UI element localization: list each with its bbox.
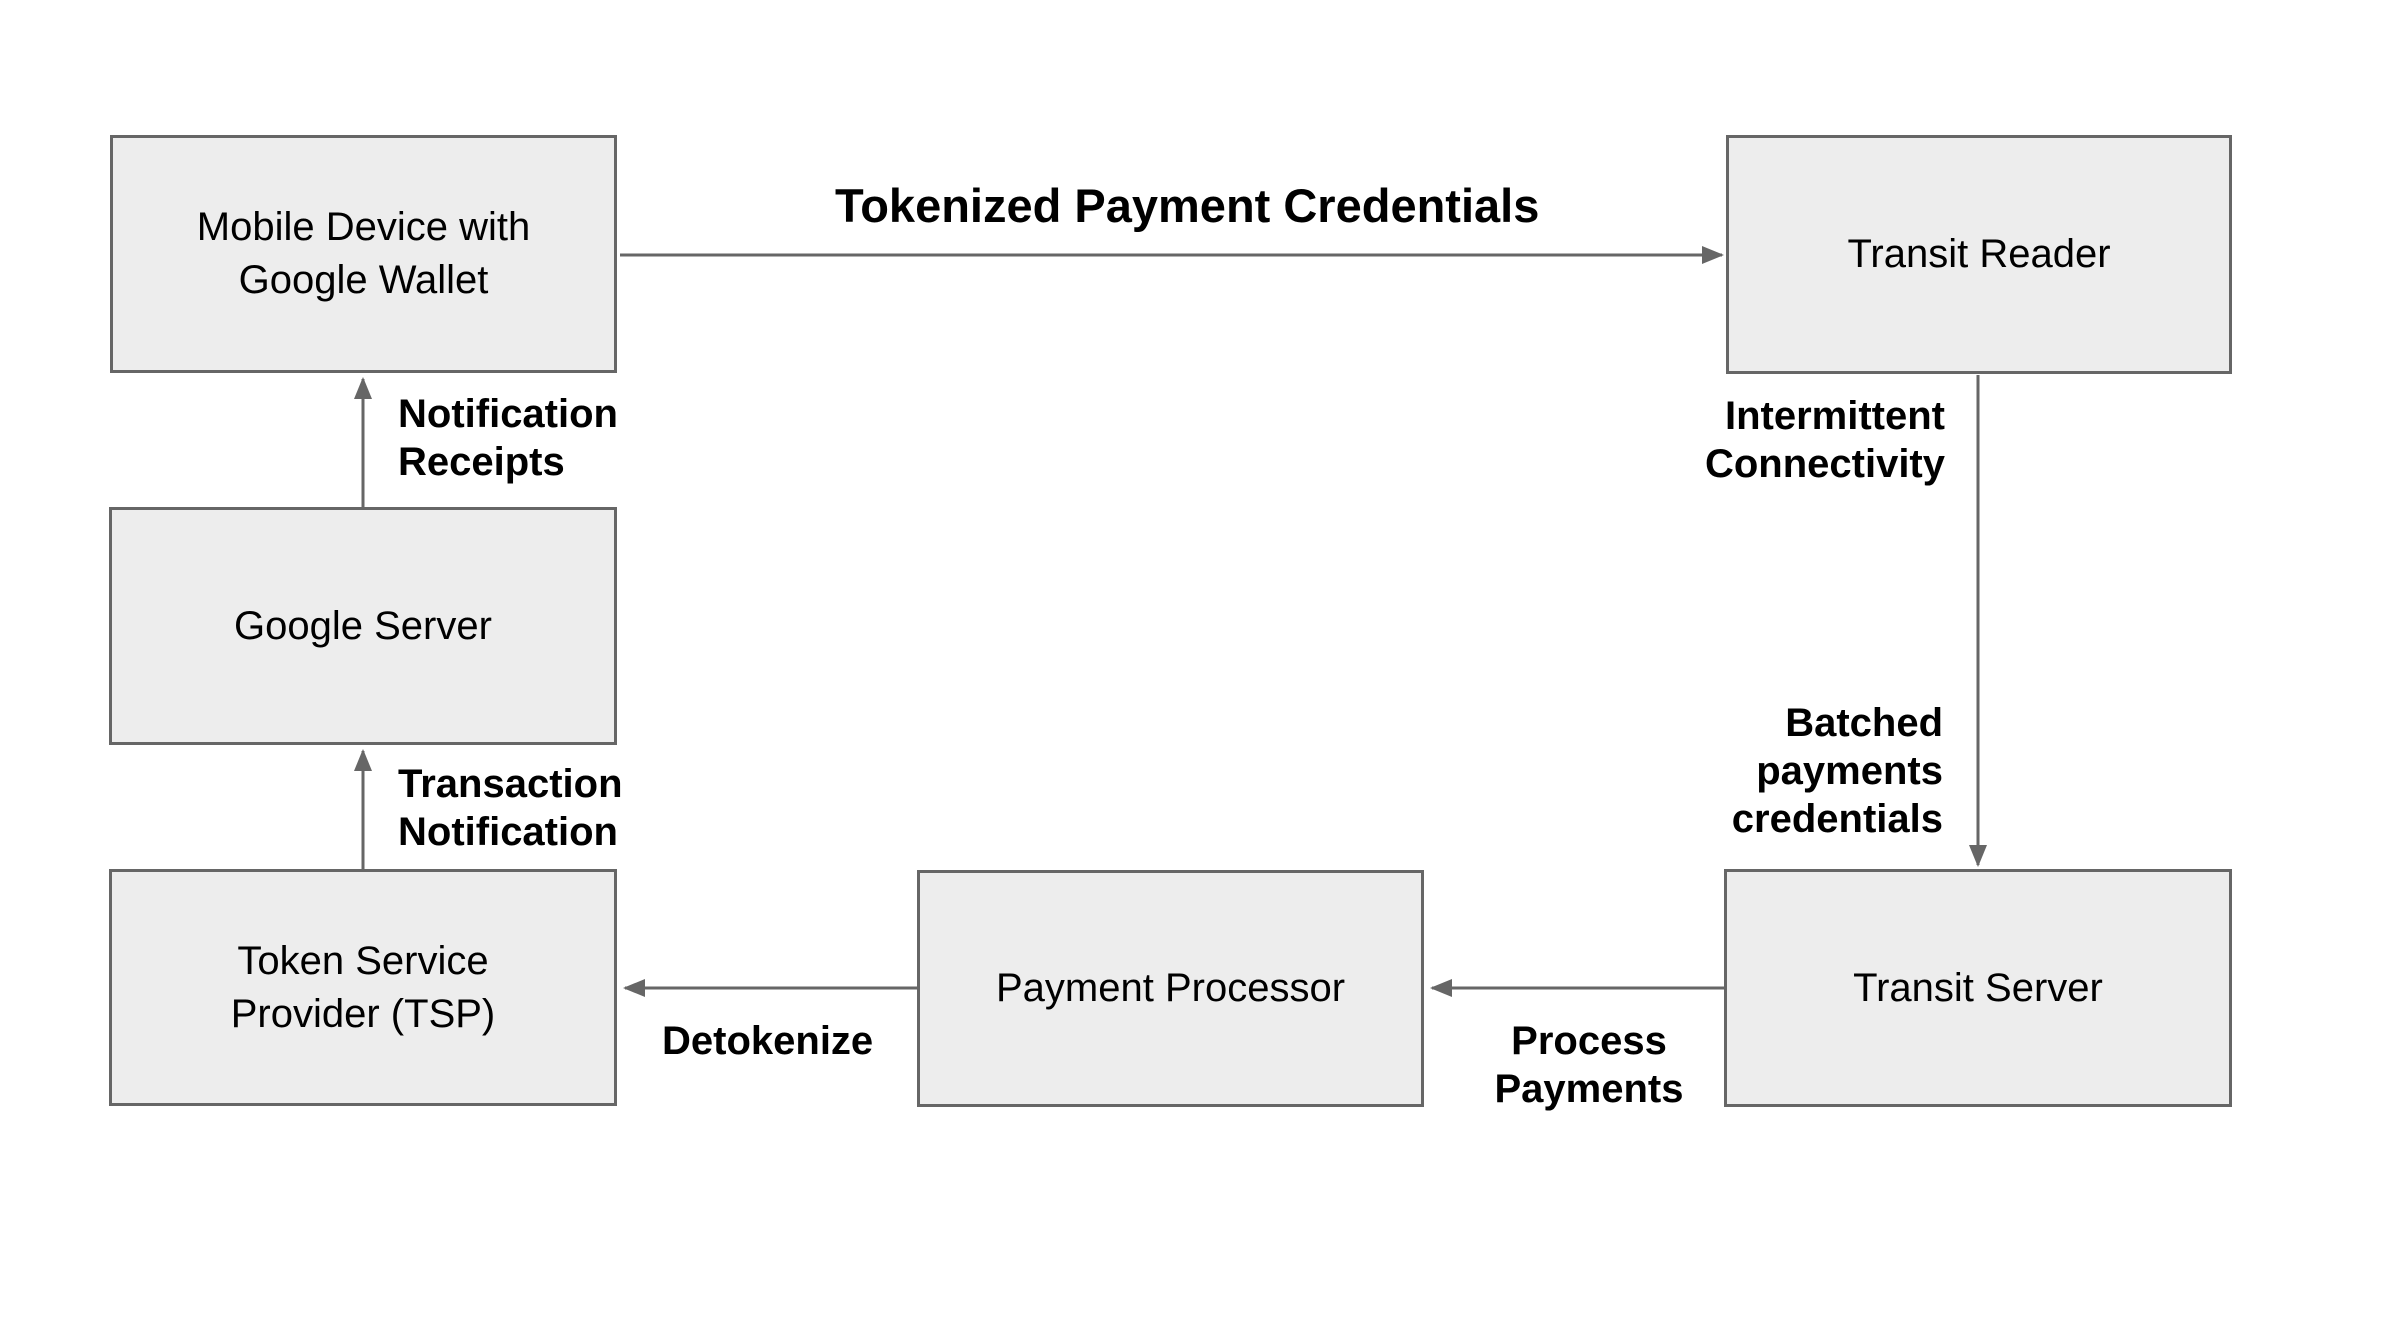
node-label: Mobile Device with Google Wallet (196, 205, 531, 302)
edge-label-batched-payments-credentials: Batched payments credentials (1731, 701, 1943, 841)
node-google-server: Google Server (109, 507, 617, 745)
node-token-service-provider: Token Service Provider (TSP) (109, 869, 617, 1106)
edge-label-notification-receipts: Notification Receipts (398, 392, 618, 484)
node-payment-processor: Payment Processor (917, 870, 1424, 1107)
edge-label-transaction-notification: Transaction Notification (398, 762, 623, 854)
edge-label-intermittent-connectivity: Intermittent Connectivity (1704, 394, 1945, 486)
node-label: Google Server (234, 603, 492, 648)
edge-label-tokenized-payment-credentials: Tokenized Payment Credentials (835, 179, 1540, 232)
edge-label-process-payments: Process Payments (1494, 1019, 1684, 1111)
edge-label-detokenize: Detokenize (662, 1019, 874, 1063)
node-label: Payment Processor (995, 966, 1346, 1010)
node-label: Transit Server (1853, 965, 2103, 1010)
node-transit-server: Transit Server (1724, 869, 2232, 1107)
node-label: Token Service Provider (TSP) (230, 938, 496, 1036)
node-transit-reader: Transit Reader (1726, 135, 2232, 374)
node-mobile-device-google-wallet: Mobile Device with Google Wallet (110, 135, 617, 373)
node-label: Transit Reader (1847, 232, 2111, 276)
